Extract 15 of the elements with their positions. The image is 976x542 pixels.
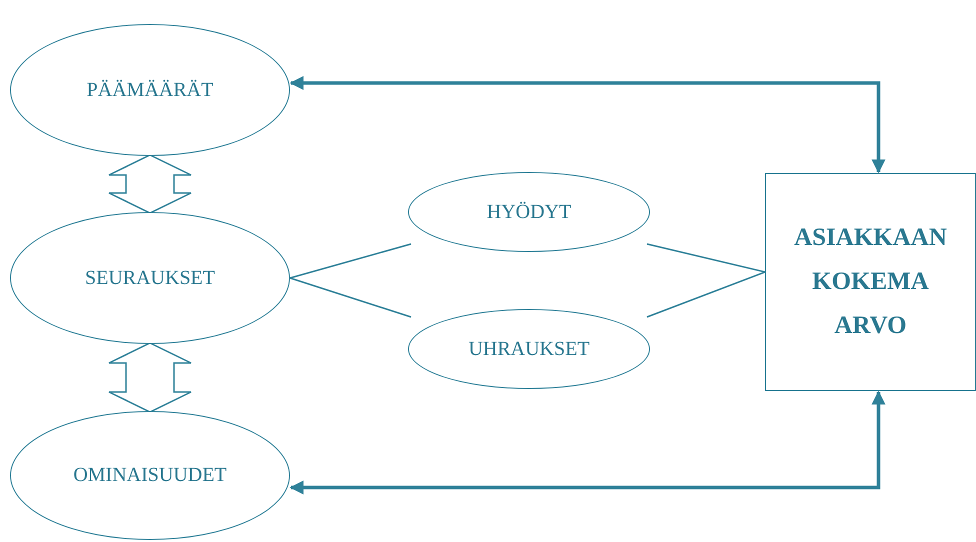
connector-line xyxy=(646,243,766,273)
node-label: PÄÄMÄÄRÄT xyxy=(86,78,214,102)
arrow xyxy=(290,76,886,174)
connector-line xyxy=(646,271,766,318)
connector-line xyxy=(290,277,412,318)
node-label: ASIAKKAAN KOKEMA ARVO xyxy=(793,223,948,341)
block-arrow xyxy=(108,154,192,214)
value-box xyxy=(765,173,976,391)
block-arrow xyxy=(108,342,192,413)
arrow xyxy=(290,390,886,494)
connector-line xyxy=(290,243,412,279)
node-label: SEURAUKSET xyxy=(84,266,215,290)
node-label: HYÖDYT xyxy=(486,200,572,224)
node-label: UHRAUKSET xyxy=(468,338,590,360)
node-label: OMINAISUUDET xyxy=(73,464,227,487)
